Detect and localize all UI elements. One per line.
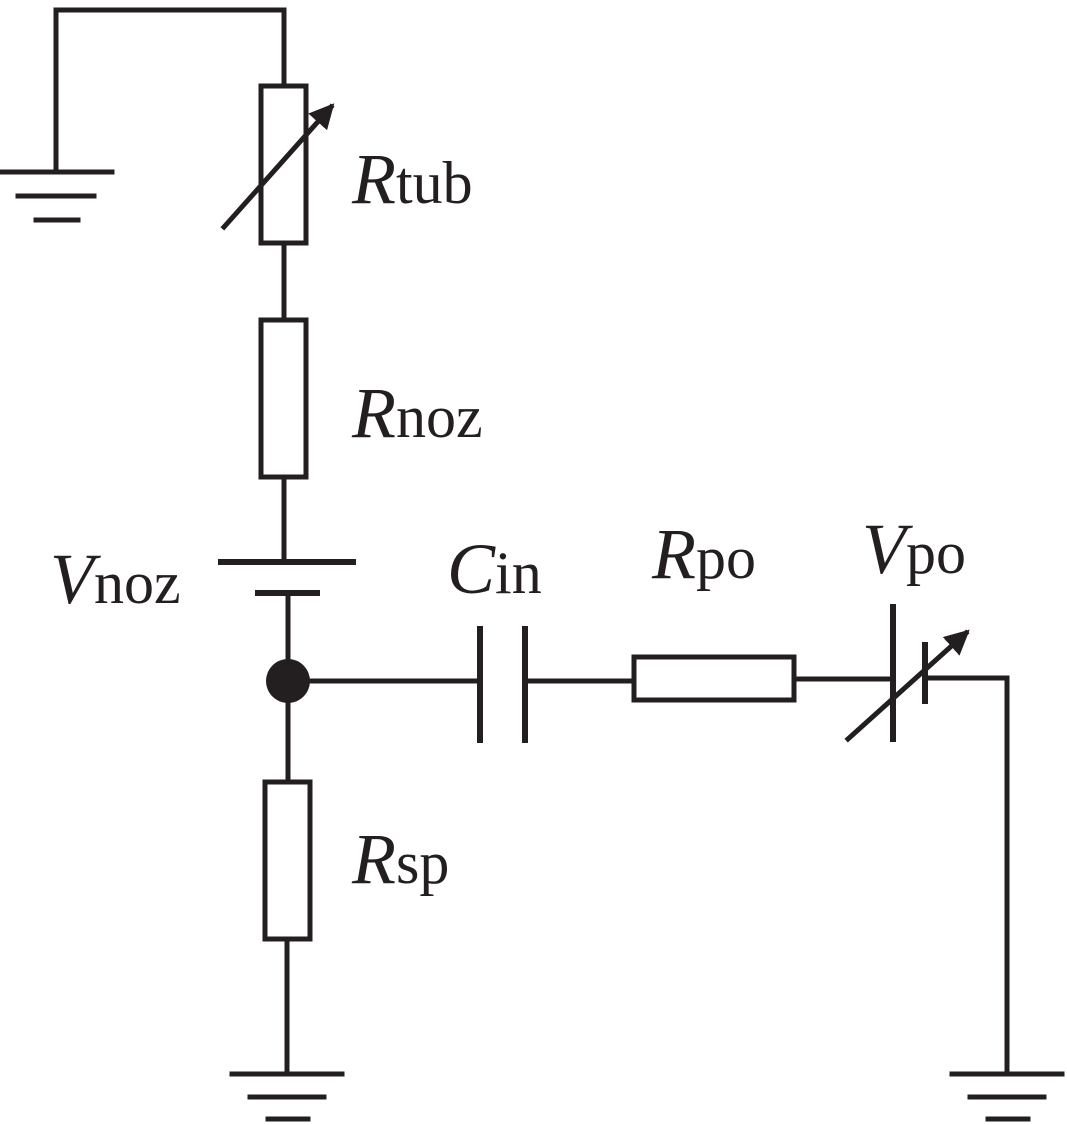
wire-vpo-ground — [922, 675, 1010, 1076]
label-r-tub: Rtub — [351, 139, 473, 219]
label-r-sp: Rsp — [351, 819, 449, 899]
source-v-po — [844, 604, 970, 743]
capacitor-c-in — [477, 626, 528, 743]
resistor-r-po — [631, 654, 797, 703]
ground-bottom-right — [949, 1071, 1065, 1122]
label-c-in: Cin — [447, 529, 542, 609]
label-r-po: Rpo — [651, 514, 756, 594]
label-v-noz: Vnoz — [50, 539, 181, 619]
ground-bottom-left — [229, 1071, 345, 1122]
label-v-po: Vpo — [862, 509, 966, 589]
resistor-r-sp — [262, 779, 313, 942]
label-r-noz: Rnoz — [351, 373, 483, 453]
resistor-r-tub — [220, 83, 335, 246]
ground-top-left — [0, 7, 287, 223]
resistor-r-noz — [258, 317, 309, 480]
source-v-noz — [218, 559, 356, 596]
